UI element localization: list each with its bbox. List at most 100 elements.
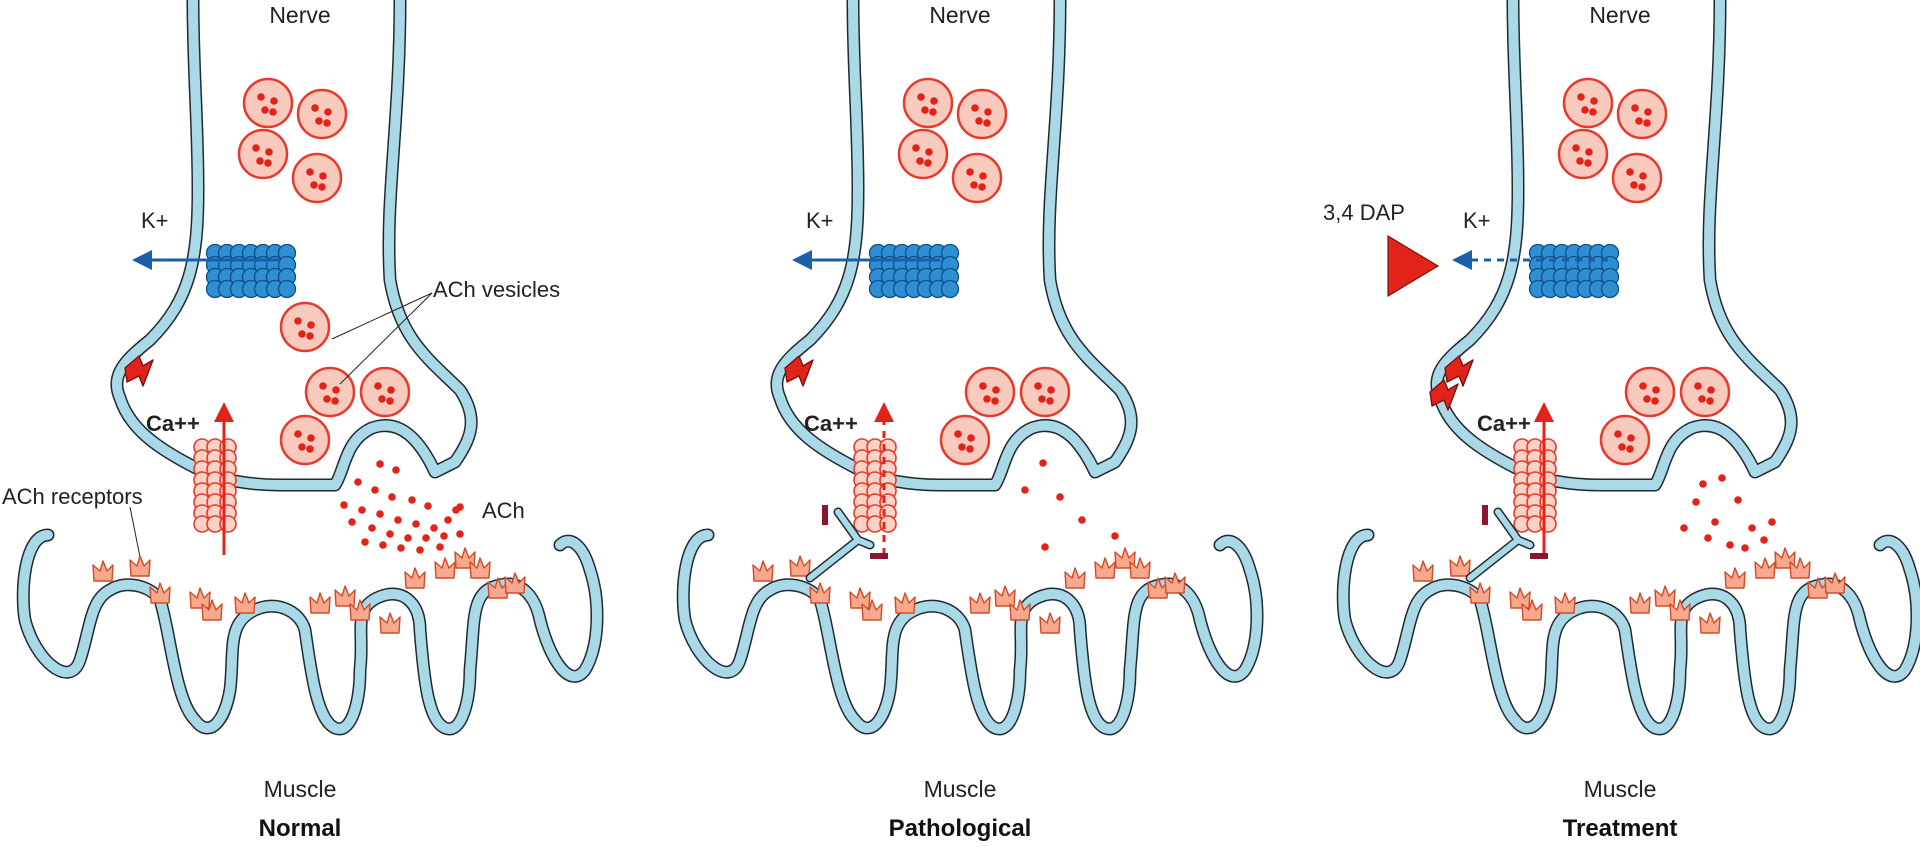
k-efflux-arrow (792, 250, 940, 270)
ach-receptor (1509, 587, 1531, 609)
ach-molecule (387, 386, 395, 394)
ach-receptor (487, 577, 509, 599)
k-efflux-arrow (1452, 250, 1608, 270)
ach-molecule (1056, 493, 1064, 501)
ach-molecule (294, 317, 302, 325)
ach-vesicle (964, 366, 1016, 418)
k-channel-subunit (1600, 279, 1620, 299)
ach-vesicle (1611, 152, 1663, 204)
vesicle-body (951, 152, 1003, 204)
ach-vesicles (897, 77, 1071, 466)
ca-arrow-head (214, 402, 234, 422)
ach-molecule (1704, 534, 1712, 542)
ach-molecule (319, 382, 327, 390)
ca-ion-label: Ca++ (1477, 411, 1531, 436)
ach-vesicles (237, 77, 411, 466)
ach-molecule (975, 117, 983, 125)
membranes (1336, 0, 1920, 736)
antigen-fragment (870, 553, 888, 559)
ach-molecule (1046, 397, 1054, 405)
ach-receptor (861, 599, 883, 621)
ach-receptor (1164, 572, 1186, 594)
vesicle-body (1019, 366, 1071, 418)
k-ion-label: K+ (1463, 208, 1491, 233)
ach-molecule (378, 395, 386, 403)
vesicle-body (279, 301, 331, 353)
drug-label: 3,4 DAP (1323, 200, 1405, 225)
ach-receptors-leader (129, 506, 141, 558)
ach-vesicle (296, 88, 348, 140)
ach-receptor (849, 587, 871, 609)
vesicle-body (1616, 88, 1668, 140)
k-arrow-head (132, 250, 152, 270)
ach-molecule (386, 530, 394, 538)
ach-molecule (1585, 148, 1593, 156)
ach-vesicle (1599, 414, 1651, 466)
ach-receptor (1412, 560, 1434, 582)
ca-channel (853, 438, 897, 533)
action-potential-bolt (1444, 355, 1474, 387)
ach-molecule (954, 430, 962, 438)
ach-molecule (1584, 159, 1592, 167)
ca-channel-subunit (219, 515, 237, 533)
ach-vesicle (1624, 366, 1676, 418)
ach-molecule (331, 397, 339, 405)
ach-molecule (388, 493, 396, 501)
antigen-fragment (822, 505, 828, 525)
nerve-label: Nerve (929, 2, 991, 28)
ach-molecule (269, 108, 277, 116)
muscle-label: Muscle (1583, 776, 1657, 802)
ach-molecule (422, 534, 430, 542)
ach-molecule (1726, 541, 1734, 549)
vesicle-body (237, 128, 289, 180)
ach-vesicle (279, 301, 331, 353)
ach-receptor (201, 599, 223, 621)
ach-vesicle (951, 152, 1003, 204)
ach-molecule (319, 172, 327, 180)
ach-receptor (404, 567, 426, 589)
ach-receptor (1629, 592, 1651, 614)
ach-molecule (1581, 106, 1589, 114)
ach-released (1021, 459, 1119, 551)
ach-molecule (1639, 382, 1647, 390)
nerve-label: Nerve (1589, 2, 1651, 28)
ach-molecule (1644, 108, 1652, 116)
ach-vesicle (291, 152, 343, 204)
k-ion-label: K+ (806, 208, 834, 233)
ach-receptor (334, 585, 356, 607)
ach-molecule (368, 524, 376, 532)
ach-molecule (1047, 386, 1055, 394)
ach-molecule (1627, 434, 1635, 442)
ach-molecule (1041, 543, 1049, 551)
ach-molecule (1639, 172, 1647, 180)
ach-molecule (1680, 524, 1688, 532)
ach-molecule (983, 395, 991, 403)
ach-receptor (1521, 599, 1543, 621)
muscle-label: Muscle (263, 776, 337, 802)
k-ion-label: K+ (141, 208, 169, 233)
ach-molecule (324, 108, 332, 116)
ach-molecule (1614, 430, 1622, 438)
ca-channel-subunit (879, 515, 897, 533)
ach-molecule (298, 330, 306, 338)
ach-molecule (966, 445, 974, 453)
ach-receptor (1807, 577, 1829, 599)
ach-receptor (92, 560, 114, 582)
ach-receptor (969, 592, 991, 614)
vesicle-body (1562, 77, 1614, 129)
ach-molecule (916, 157, 924, 165)
membranes (676, 0, 1264, 736)
ach-receptor (789, 555, 811, 577)
ach-molecule (979, 382, 987, 390)
ach-receptors-label: ACh receptors (2, 484, 143, 509)
ach-molecule (924, 159, 932, 167)
vesicle-body (1599, 414, 1651, 466)
ach-molecule (912, 144, 920, 152)
autoantibody (1465, 505, 1548, 583)
ach-vesicle (359, 366, 411, 418)
drug-triangle (1387, 234, 1440, 298)
action-potential-bolt (1429, 379, 1459, 411)
ach-receptor (434, 557, 456, 579)
panel-title-treatment: Treatment (1562, 815, 1678, 842)
